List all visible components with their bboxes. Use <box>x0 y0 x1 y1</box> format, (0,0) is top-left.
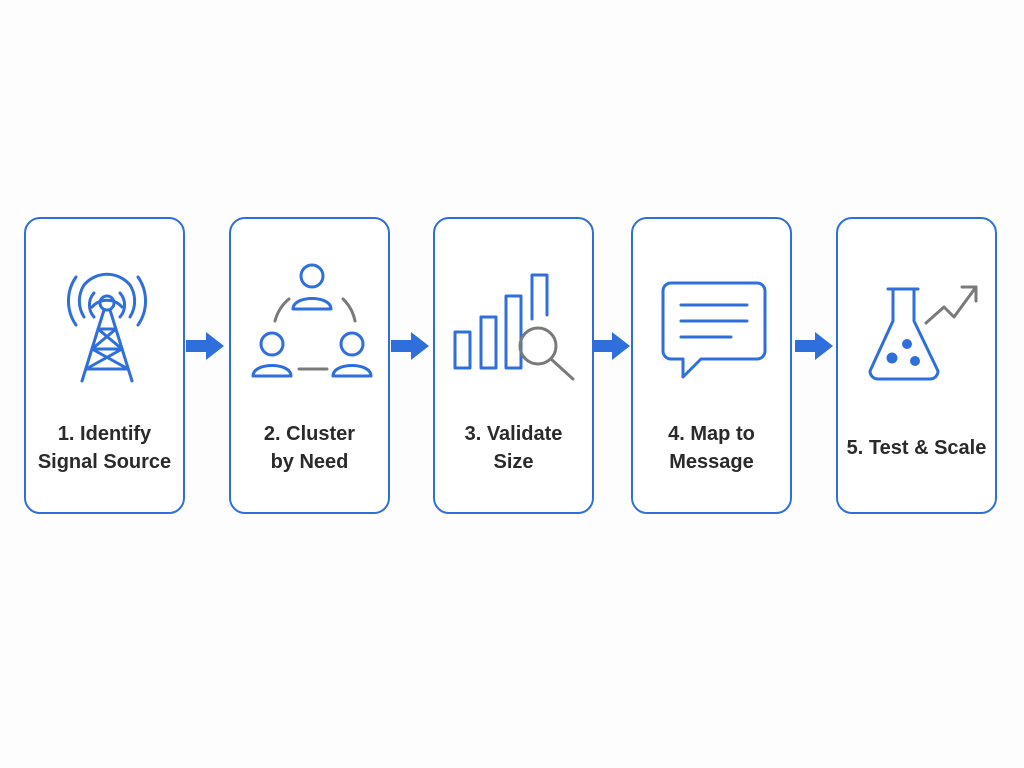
right-arrow-icon <box>592 332 630 360</box>
step-label-line-2: Signal Source <box>37 451 172 473</box>
right-arrow-icon <box>186 332 224 360</box>
bar-chart-magnifier-icon <box>435 259 596 399</box>
step-label-line-1: 4. Map to <box>668 423 755 445</box>
step-label-line-2: Size <box>493 451 534 473</box>
step-label: 3. Validate Size <box>441 417 586 479</box>
step-label: 2. Cluster by Need <box>237 417 382 479</box>
step-card-cluster-by-need: 2. Cluster by Need <box>229 217 390 514</box>
step-label-line-1: 2. Cluster <box>263 423 356 445</box>
step-label-line-1: 3. Validate <box>464 423 563 445</box>
step-label-line-2: by Need <box>270 451 349 473</box>
step-label: 4. Map to Message <box>639 417 784 479</box>
step-card-map-to-message: 4. Map to Message <box>631 217 792 514</box>
step-label-line-1: 1. Identify <box>57 423 152 445</box>
step-label: 1. Identify Signal Source <box>32 417 177 479</box>
speech-bubble-icon <box>633 259 794 399</box>
step-label-line-2: Message <box>669 451 754 473</box>
flask-trend-icon <box>838 259 999 399</box>
step-card-identify-signal-source: 1. Identify Signal Source <box>24 217 185 514</box>
user-cluster-icon <box>231 259 392 399</box>
signal-tower-icon <box>26 259 187 399</box>
step-card-validate-size: 3. Validate Size <box>433 217 594 514</box>
step-card-test-and-scale: 5. Test & Scale <box>836 217 997 514</box>
right-arrow-icon <box>795 332 833 360</box>
right-arrow-icon <box>391 332 429 360</box>
step-label: 5. Test & Scale <box>844 417 989 479</box>
step-label-line-1: 5. Test & Scale <box>846 437 987 459</box>
